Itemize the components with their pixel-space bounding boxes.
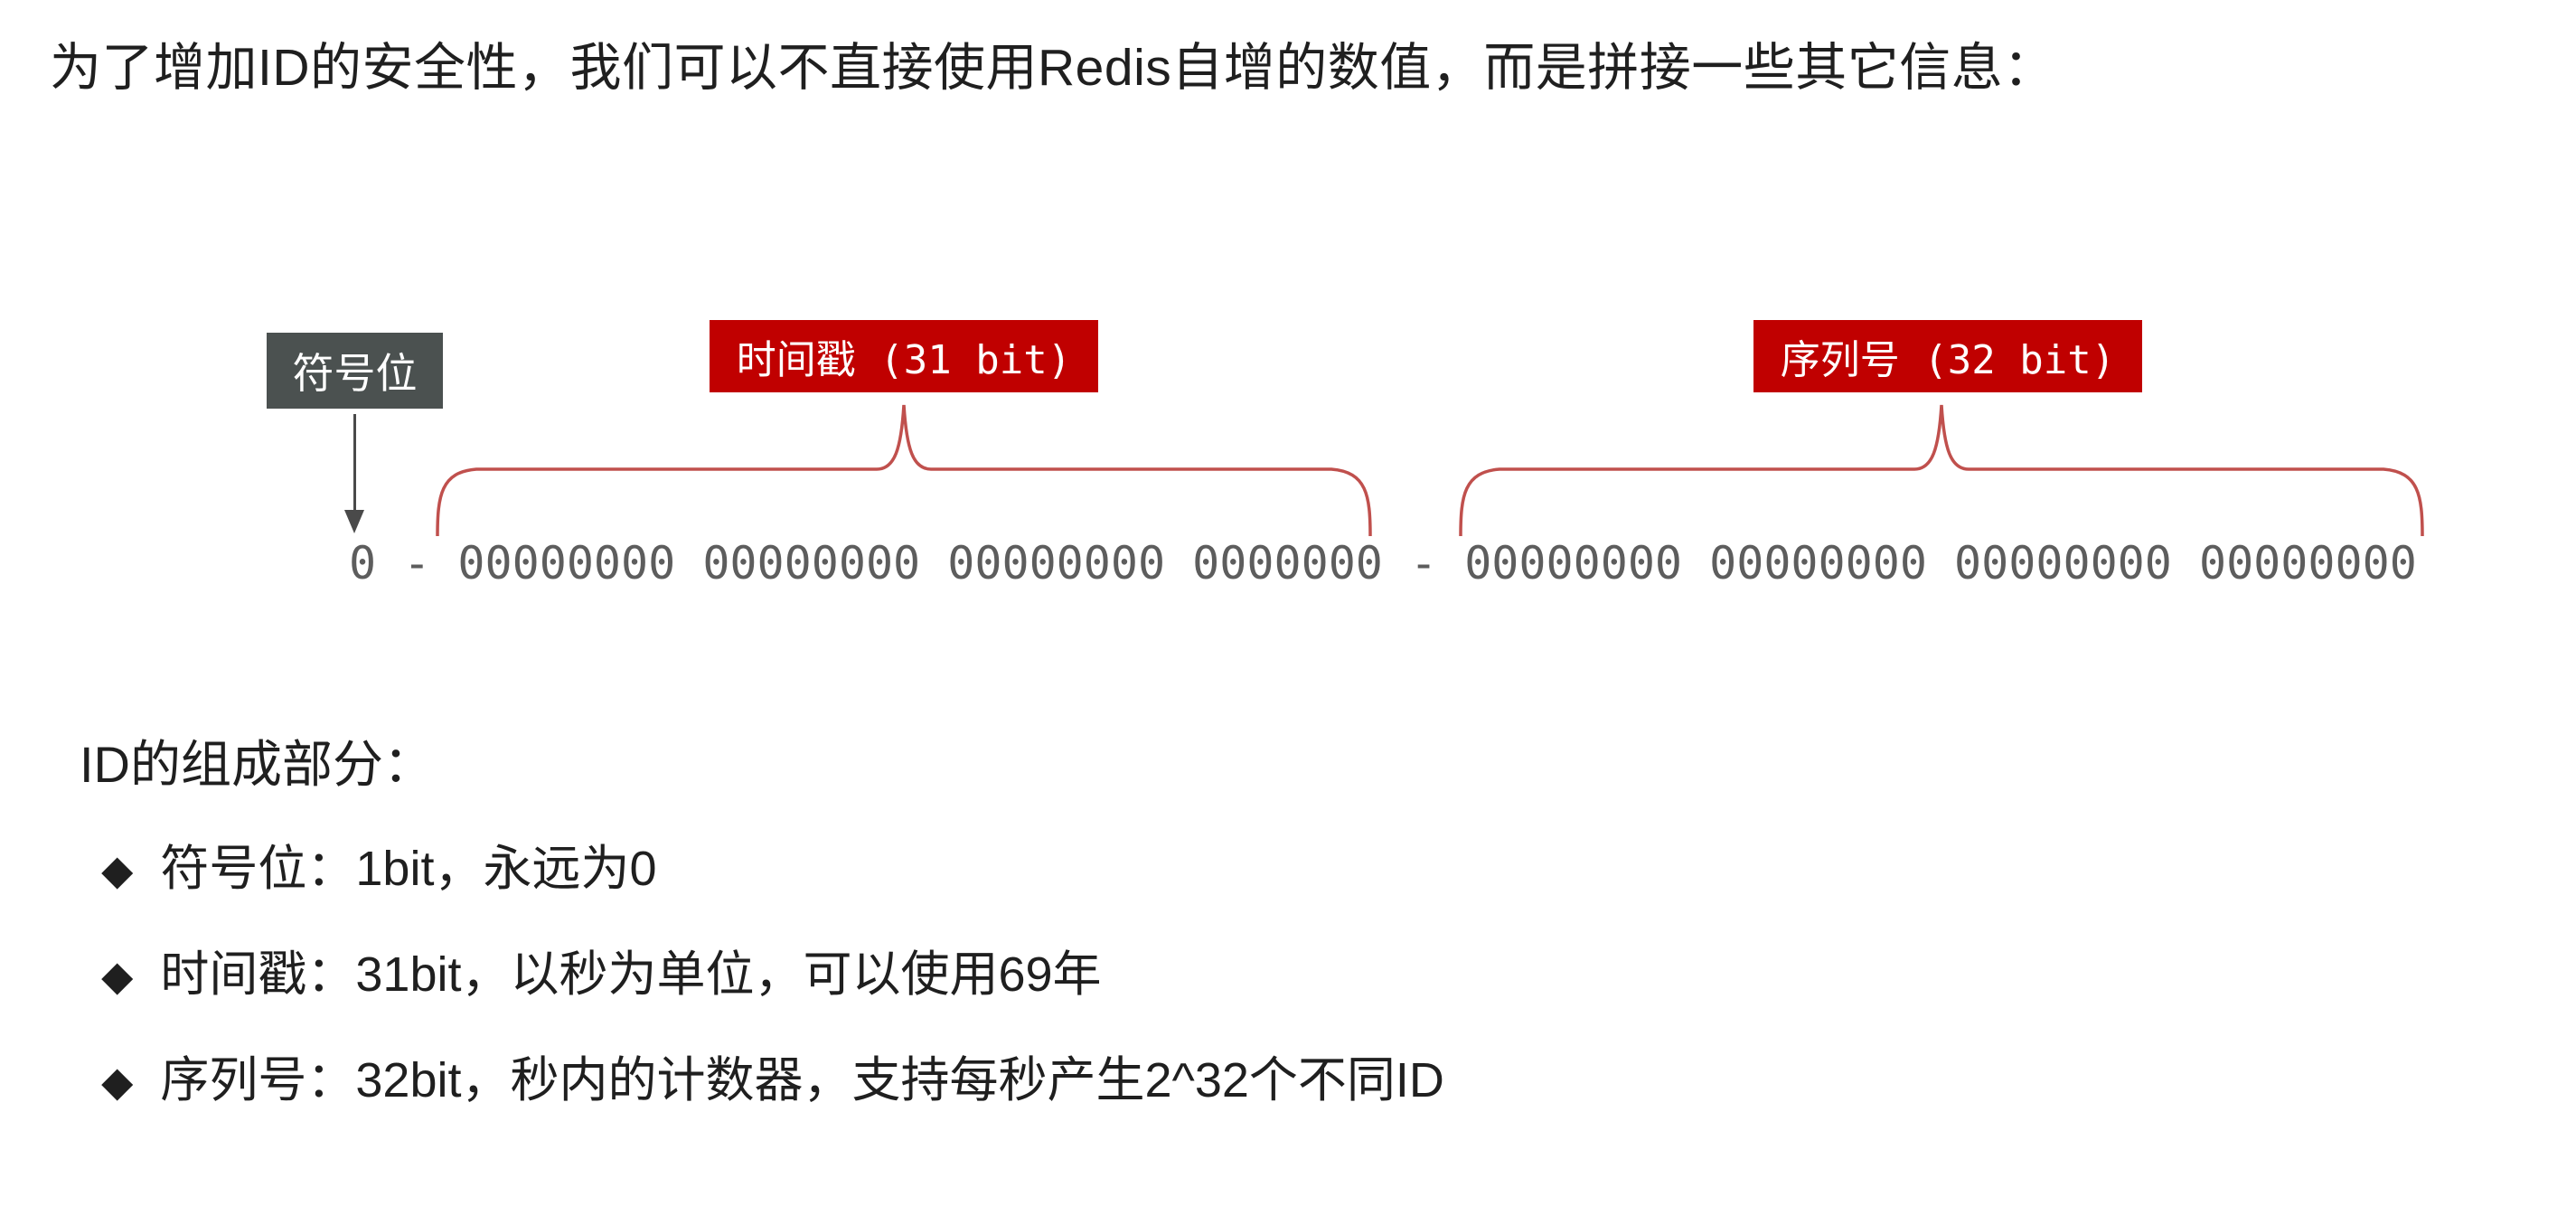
timestamp-brace-icon [436, 404, 1372, 537]
serial-number-label: 序列号 (32 bit) [1753, 320, 2142, 392]
sign-bit-label: 符号位 [267, 333, 443, 409]
binary-bits-row: 0 - 00000000 00000000 00000000 0000000 -… [349, 537, 2417, 589]
diamond-bullet-icon: ◆ [101, 845, 134, 893]
down-arrow-icon [344, 414, 364, 535]
diamond-bullet-icon: ◆ [101, 951, 134, 999]
bullet-text: 符号位：1bit，永远为0 [160, 842, 657, 897]
list-item: ◆ 序列号：32bit，秒内的计数器，支持每秒产生2^32个不同ID [101, 1051, 1444, 1111]
timestamp-label: 时间戳 (31 bit) [710, 320, 1098, 392]
diamond-bullet-icon: ◆ [101, 1057, 134, 1105]
bullet-list: ◆ 符号位：1bit，永远为0 ◆ 时间戳：31bit，以秒为单位，可以使用69… [101, 839, 1444, 1156]
composition-heading: ID的组成部分： [80, 736, 434, 793]
list-item: ◆ 符号位：1bit，永远为0 [101, 839, 1444, 900]
arrow-line [353, 414, 356, 510]
serial-brace-icon [1459, 404, 2424, 537]
bullet-text: 序列号：32bit，秒内的计数器，支持每秒产生2^32个不同ID [160, 1053, 1444, 1108]
arrow-head [344, 510, 364, 533]
list-item: ◆ 时间戳：31bit，以秒为单位，可以使用69年 [101, 945, 1444, 1005]
bullet-text: 时间戳：31bit，以秒为单位，可以使用69年 [160, 947, 1102, 1003]
page-title: 为了增加ID的安全性，我们可以不直接使用Redis自增的数值，而是拼接一些其它信… [50, 39, 2055, 97]
